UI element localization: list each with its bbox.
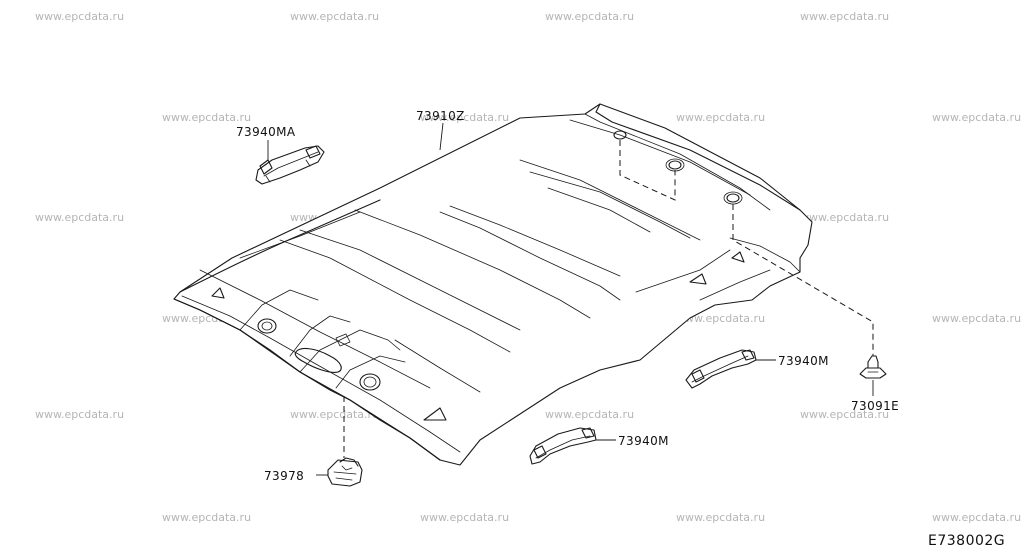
watermark-text: www.epcdata.ru	[162, 511, 251, 524]
assist-grip-73940MA[interactable]	[255, 145, 325, 185]
watermark-text: www.epcdata.ru	[162, 111, 251, 124]
diagram-code: E738002G	[928, 533, 1005, 549]
watermark-text: www.epcdata.ru	[932, 111, 1021, 124]
assist-grip-73940M-rear[interactable]	[529, 427, 597, 465]
watermark-text: www.epcdata.ru	[35, 211, 124, 224]
watermark-text: www.epcdata.ru	[545, 408, 634, 421]
watermark-text: www.epcdata.ru	[800, 211, 889, 224]
watermark-text: www.epcdata.ru	[932, 312, 1021, 325]
label-73940M-rear: 73940M	[618, 434, 669, 448]
watermark-text: www.epcdata.ru	[800, 10, 889, 23]
watermark-text: www.epcdata.ru	[35, 408, 124, 421]
label-73910Z: 73910Z	[416, 109, 465, 123]
watermark-text: www.epcdata.ru	[676, 312, 765, 325]
watermark-text: www.epcdata.ru	[676, 511, 765, 524]
watermark-text: www.epcdata.ru	[290, 408, 379, 421]
watermark-text: www.epcdata.ru	[676, 111, 765, 124]
lamp-bracket-73978[interactable]	[327, 457, 363, 487]
headlining-73910Z[interactable]	[173, 103, 813, 466]
assist-grip-73940M-right[interactable]	[685, 349, 757, 389]
label-73940M-right: 73940M	[778, 354, 829, 368]
watermark-text: www.epcdata.ru	[290, 10, 379, 23]
clip-73091E[interactable]	[859, 355, 887, 379]
watermark-text: www.epcdata.ru	[420, 111, 509, 124]
part-labels: 73910Z 73940MA 73940M 73940M 73091E 7397…	[236, 109, 1005, 549]
leader-lines	[267, 122, 874, 476]
label-73940MA: 73940MA	[236, 125, 296, 139]
watermark-text: www.epcdata.ru	[932, 511, 1021, 524]
watermark-text: www.epcdata.ru	[800, 408, 889, 421]
label-73978: 73978	[264, 469, 304, 483]
watermark-text: www.epcdata.ru	[420, 511, 509, 524]
watermark-text: www.epcdata.ru	[35, 10, 124, 23]
label-73091E: 73091E	[851, 399, 899, 413]
watermark-text: www.epcdata.ru	[545, 10, 634, 23]
